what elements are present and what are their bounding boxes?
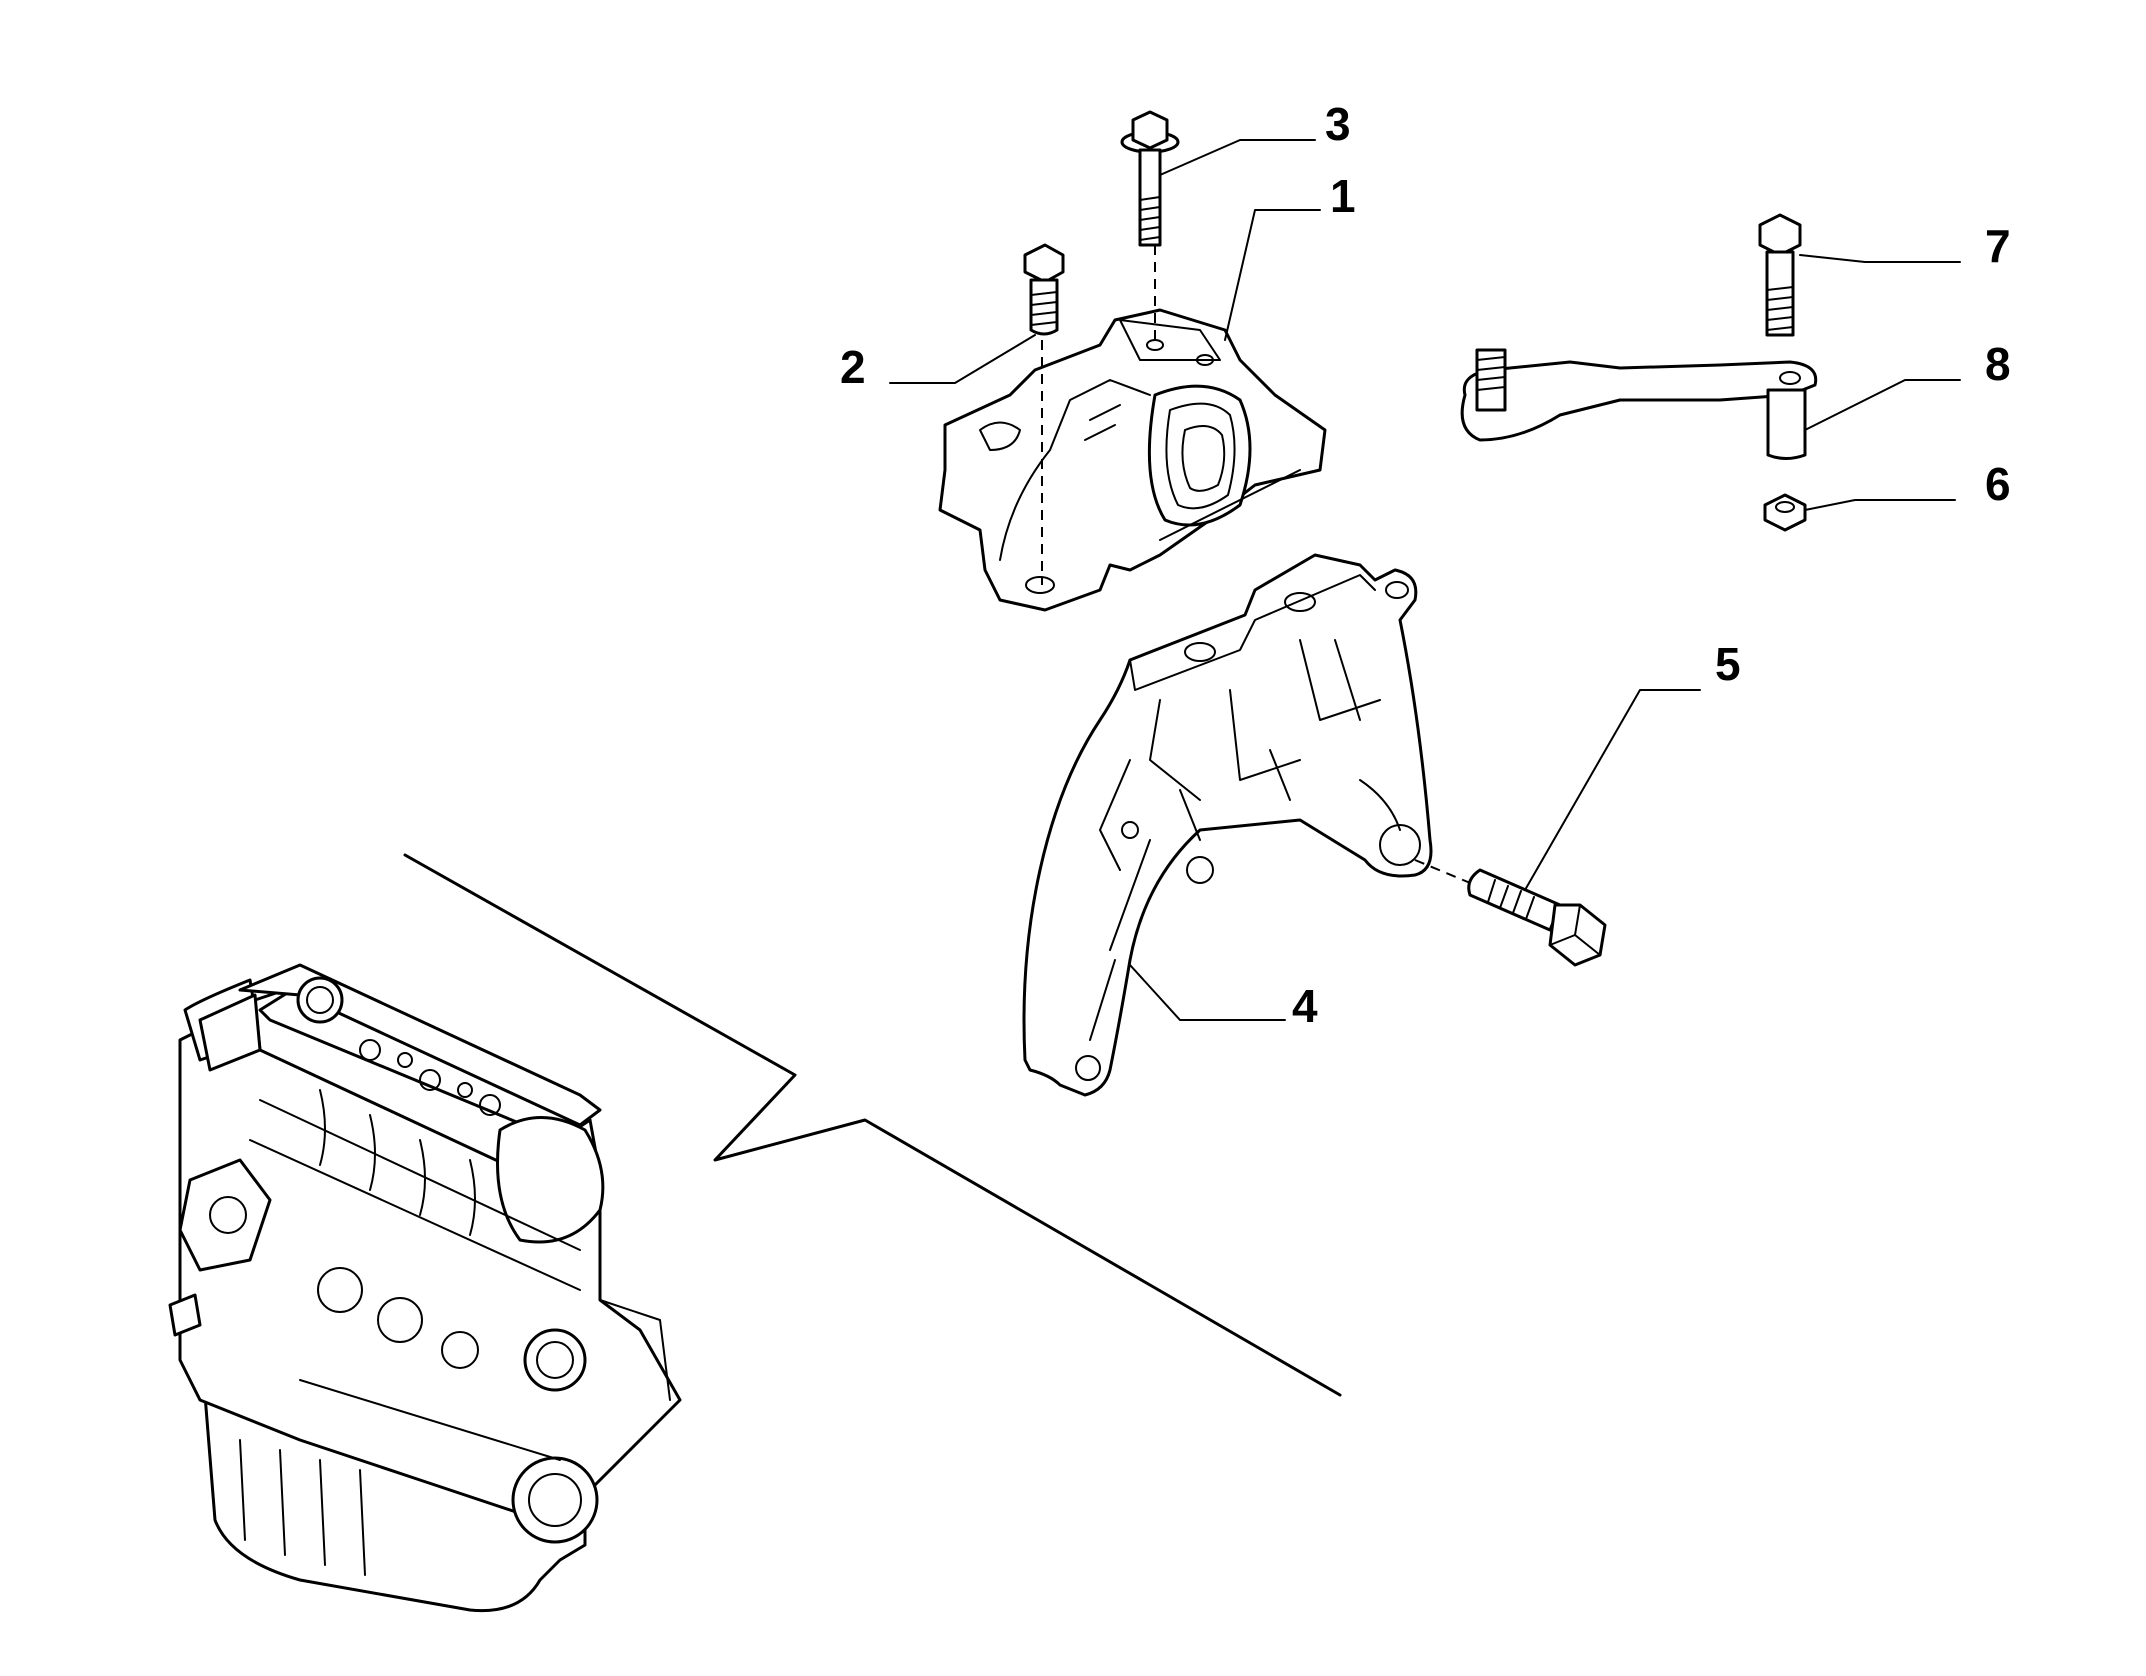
leader-4	[1129, 964, 1286, 1021]
part-4-support-bracket	[1022, 553, 1433, 1097]
part-8-stud-bracket	[1460, 348, 1818, 460]
part-1-engine-mount	[938, 308, 1327, 612]
leader-5	[1524, 689, 1701, 891]
leader-2	[889, 334, 1036, 384]
leader-1	[1224, 209, 1321, 341]
callout-4: 4	[1292, 980, 1318, 1032]
callout-7: 7	[1985, 220, 2011, 272]
callout-8: 8	[1985, 338, 2011, 390]
leader-6	[1804, 499, 1956, 511]
part-5-hex-bolt	[1467, 868, 1607, 967]
callout-3: 3	[1325, 98, 1351, 150]
leader-8	[1804, 379, 1961, 431]
callout-1: 1	[1330, 170, 1356, 222]
callout-6: 6	[1985, 458, 2011, 510]
leader-lines	[889, 139, 1961, 1021]
part-7-bolt	[1758, 213, 1802, 337]
leader-3	[1159, 139, 1316, 176]
part-3-flanged-bolt	[1120, 110, 1180, 247]
part-2-bolt	[1023, 243, 1065, 336]
callout-5: 5	[1715, 638, 1741, 690]
callout-2: 2	[840, 341, 866, 393]
zoom-callout-line	[403, 853, 1342, 1397]
part-6-nut	[1763, 493, 1807, 532]
leader-7	[1799, 254, 1961, 263]
engine-assembly-drawing	[168, 963, 682, 1613]
centerline-bolt-5	[1414, 859, 1476, 886]
